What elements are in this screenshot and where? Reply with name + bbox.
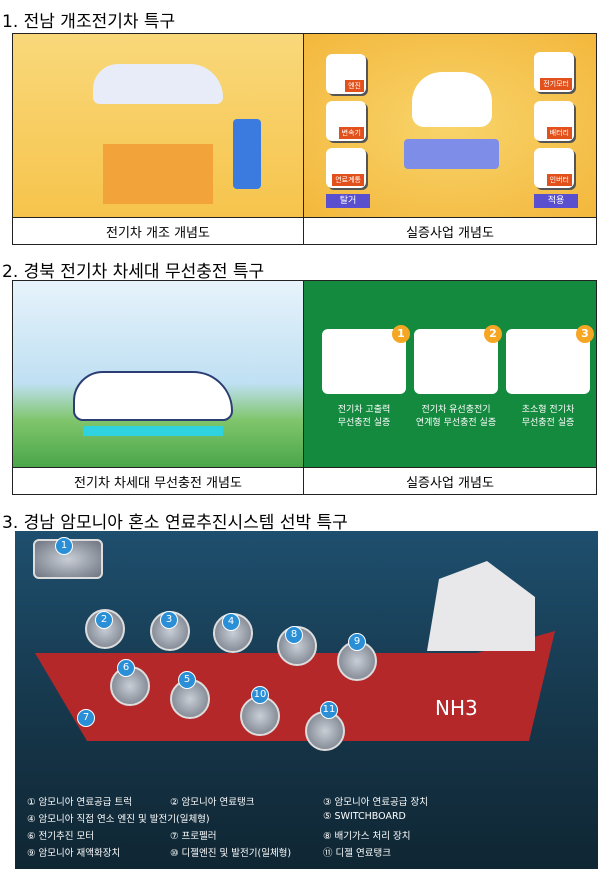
motor-label: 전기모터 — [540, 78, 572, 90]
marker-11: 11 — [320, 701, 338, 719]
suv-icon — [73, 371, 233, 421]
marker-1: 1 — [55, 537, 73, 555]
legend-9: ⑨ 암모니아 재액화장치 — [27, 848, 121, 859]
marker-6: 6 — [117, 659, 135, 677]
caption-project: 실증사업 개념도 — [303, 217, 596, 244]
card-1 — [322, 329, 406, 394]
legend-11: ⑪ 디젤 연료탱크 — [323, 848, 391, 859]
marker-2: 2 — [95, 611, 113, 629]
workbench-icon — [103, 144, 213, 204]
card-2-line1: 전기차 유선충전기 — [421, 405, 491, 415]
charging-pad-icon — [83, 426, 223, 436]
caption-project-2: 실증사업 개념도 — [303, 467, 596, 494]
legend-10: ⑩ 디젤엔진 및 발전기(일체형) — [170, 848, 292, 859]
project-illustration: 엔진 변속기 연료계통 탈거 전기모터 배터리 인버터 적용 — [303, 34, 596, 217]
ev-platform-icon — [404, 139, 499, 169]
card-3-line2: 무선충전 실증 — [521, 418, 575, 428]
marker-3: 3 — [160, 611, 178, 629]
battery-icon — [233, 119, 261, 189]
card-3 — [506, 329, 590, 394]
badge-1: 1 — [392, 325, 410, 343]
card-1-line2: 무선충전 실증 — [337, 418, 391, 428]
legend-8: ⑧ 배기가스 처리 장치 — [323, 831, 411, 842]
section-1-title: 1. 전남 개조전기차 특구 — [2, 12, 176, 32]
inverter-label: 인버터 — [546, 174, 572, 186]
engine-label: 엔진 — [345, 80, 364, 92]
car-front-icon — [412, 72, 492, 127]
car-body-icon — [93, 64, 223, 104]
battery-label: 배터리 — [546, 127, 572, 139]
apply-label: 적용 — [534, 194, 578, 208]
marker-7: 7 — [77, 709, 95, 727]
caption-conversion: 전기차 개조 개념도 — [13, 217, 303, 244]
ship-bridge — [427, 561, 535, 651]
section-2-title: 2. 경북 전기차 차세대 무선충전 특구 — [2, 262, 265, 282]
wireless-charging-illustration — [13, 281, 303, 467]
marker-4: 4 — [222, 613, 240, 631]
legend-7: ⑦ 프로펠러 — [170, 831, 217, 842]
marker-9: 9 — [348, 633, 366, 651]
section-1-figure: 엔진 변속기 연료계통 탈거 전기모터 배터리 인버터 적용 전기차 개조 개념… — [12, 33, 597, 245]
legend-2: ② 암모니아 연료탱크 — [170, 797, 255, 808]
legend-3: ③ 암모니아 연료공급 장치 — [323, 797, 428, 808]
legend-6: ⑥ 전기추진 모터 — [27, 831, 94, 842]
card-2-line2: 연계형 무선충전 실증 — [415, 418, 497, 428]
marker-10: 10 — [251, 686, 269, 704]
transmission-label: 변속기 — [338, 127, 364, 139]
legend-1: ① 암모니아 연료공급 트럭 — [27, 797, 132, 808]
caption-wireless: 전기차 차세대 무선충전 개념도 — [13, 467, 303, 494]
card-3-line1: 초소형 전기차 — [521, 405, 575, 415]
marker-5: 5 — [178, 671, 196, 689]
badge-3: 3 — [576, 325, 594, 343]
ship-diagram: NH3 1 2 3 4 5 6 7 8 9 10 11 ① 암모니아 연료공급 … — [15, 531, 598, 869]
legend-5: ⑤ SWITCHBOARD — [323, 811, 406, 822]
section-3-title: 3. 경남 암모니아 혼소 연료추진시스템 선박 특구 — [2, 513, 348, 533]
remove-label: 탈거 — [326, 194, 370, 208]
conversion-illustration — [13, 34, 303, 217]
legend-4: ④ 암모니아 직접 연소 엔진 및 발전기(일체형) — [27, 814, 210, 825]
card-2 — [414, 329, 498, 394]
card-1-line1: 전기차 고출력 — [337, 405, 391, 415]
ship-label: NH3 — [435, 696, 478, 720]
marker-8: 8 — [285, 626, 303, 644]
fuel-system-label: 연료계통 — [332, 174, 364, 186]
badge-2: 2 — [484, 325, 502, 343]
